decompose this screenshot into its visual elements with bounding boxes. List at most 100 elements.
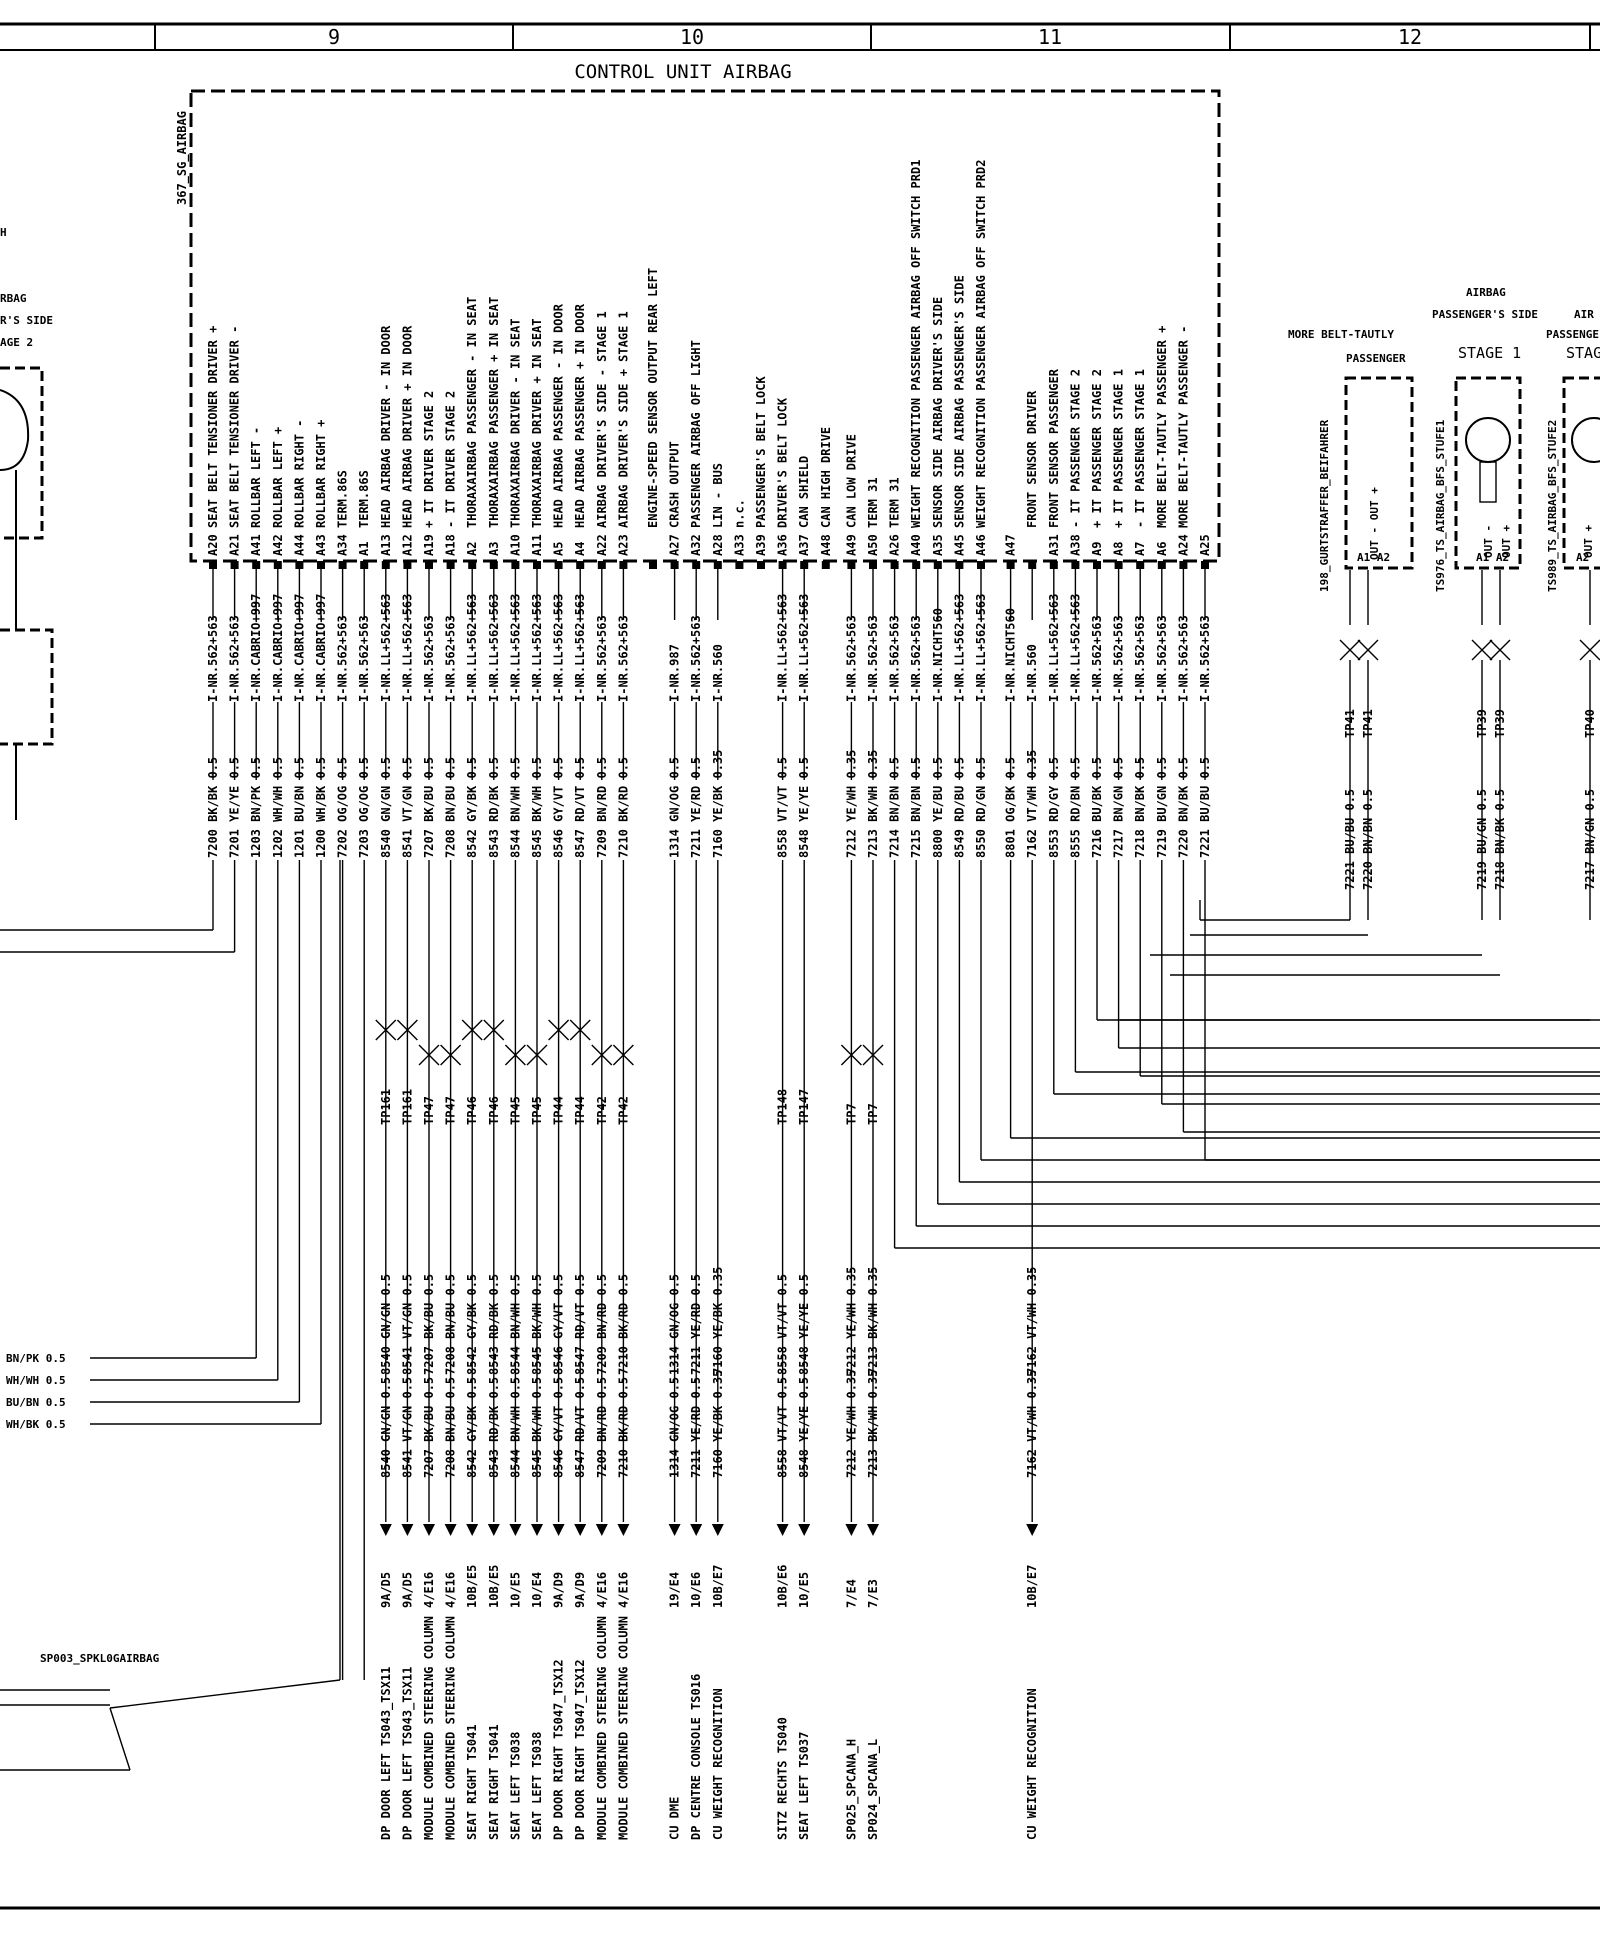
pin-function-3: ROLLBAR LEFT + bbox=[271, 427, 285, 528]
pin-terminal bbox=[489, 561, 498, 569]
pin-function-22: PASSENGER AIRBAG OFF LIGHT bbox=[689, 340, 703, 528]
connector-code-8: 9A/D9 bbox=[552, 1572, 566, 1608]
bottom-wire-name-19: 7162 VT/WH 0.35 bbox=[1025, 1370, 1039, 1478]
pin-terminal bbox=[1071, 561, 1080, 569]
connector-arrow bbox=[531, 1524, 543, 1536]
test-point-label-7: TP45 bbox=[530, 1096, 544, 1125]
pin-terminal bbox=[800, 561, 809, 569]
bottom-wire-label-14: 7160 YE/BK 0.35 bbox=[711, 1267, 725, 1375]
connector-arrow bbox=[552, 1524, 565, 1536]
pin-harness-16: I-NR.LL+562+563 bbox=[552, 594, 566, 702]
pin-terminal bbox=[360, 561, 369, 569]
pin-wire-21: 1314 GN/OG 0.5 bbox=[668, 757, 682, 858]
connector-code-17: 7/E4 bbox=[844, 1579, 858, 1608]
bottom-wire-name-12: 1314 GN/OG 0.5 bbox=[668, 1377, 682, 1478]
pin-function-2: ROLLBAR LEFT - bbox=[249, 427, 263, 528]
test-point-cross bbox=[418, 1044, 440, 1066]
pin-id-28: A48 bbox=[819, 534, 833, 556]
pin-id-33: A35 bbox=[931, 534, 945, 556]
test-point-label-14: TP7 bbox=[844, 1103, 858, 1125]
right-test-point-0: TP41 bbox=[1343, 709, 1357, 738]
pin-harness-31: I-NR.562+563 bbox=[888, 615, 902, 702]
connector-arrow bbox=[466, 1524, 479, 1536]
connector-arrow bbox=[401, 1524, 414, 1536]
belt-pins: OUT - OUT + bbox=[1368, 487, 1381, 560]
test-point-label-4: TP46 bbox=[465, 1096, 479, 1125]
bottom-wire-name-15: 8558 VT/VT 0.5 bbox=[776, 1377, 790, 1478]
test-point-label-15: TP7 bbox=[866, 1103, 880, 1125]
pin-wire-31: 7214 BN/BN 0.5 bbox=[888, 757, 902, 858]
pin-harness-21: I-NR.987 bbox=[668, 644, 682, 702]
pin-harness-5: I-NR.CABRIO+997 bbox=[314, 594, 328, 702]
connector-desc-19: CU WEIGHT RECOGNITION bbox=[1025, 1688, 1039, 1840]
test-point-label-9: TP44 bbox=[573, 1096, 587, 1125]
pin-id-8: A13 bbox=[379, 534, 393, 556]
connector-code-19: 10B/E7 bbox=[1025, 1565, 1039, 1608]
connector-arrow bbox=[595, 1524, 608, 1536]
test-point-label-5: TP46 bbox=[487, 1096, 501, 1125]
pin-function-30: TERM 31 bbox=[866, 477, 880, 528]
left-label-1: H bbox=[0, 226, 7, 239]
pin-wire-41: 7217 BN/GN 0.5 bbox=[1112, 757, 1126, 858]
pin-function-0: SEAT BELT TENSIONER DRIVER + bbox=[206, 326, 220, 528]
pin-harness-14: I-NR.LL+562+563 bbox=[508, 594, 522, 702]
left-wire-4: WH/BK 0.5 bbox=[6, 1418, 66, 1431]
pin-id-34: A45 bbox=[952, 534, 966, 556]
pin-wire-6: 7202 OG/OG 0.5 bbox=[336, 757, 350, 858]
ecu-pin-group: SEAT BELT TENSIONER DRIVER +A20I-NR.562+… bbox=[0, 160, 1600, 1771]
pin-id-18: A22 bbox=[595, 534, 609, 556]
pin-wire-0: 7200 BK/BK 0.5 bbox=[206, 757, 220, 858]
pin-function-10: + IT DRIVER STAGE 2 bbox=[422, 391, 436, 528]
pin-harness-42: I-NR.562+563 bbox=[1133, 615, 1147, 702]
bottom-wire-label-5: 8543 RD/BK 0.5 bbox=[487, 1274, 501, 1375]
pin-function-13: THORAXAIRBAG PASSENGER + IN SEAT bbox=[487, 297, 501, 528]
pin-id-14: A10 bbox=[508, 534, 522, 556]
pin-terminal bbox=[778, 561, 787, 569]
test-point-cross bbox=[396, 1019, 418, 1041]
test-point-cross bbox=[375, 1019, 397, 1041]
bottom-wire-label-6: 8544 BN/WH 0.5 bbox=[508, 1274, 522, 1375]
pin-function-33: SENSOR SIDE AIRBAG DRIVER'S SIDE bbox=[931, 297, 945, 528]
connector-desc-3: MODULE COMBINED STEERING COLUMN bbox=[444, 1616, 458, 1840]
pin-terminal bbox=[511, 561, 520, 569]
pin-function-24: n.c. bbox=[732, 499, 746, 528]
left-wire-2: WH/WH 0.5 bbox=[6, 1374, 66, 1387]
test-point-label-13: TP147 bbox=[797, 1089, 811, 1125]
pin-id-40: A9 bbox=[1090, 542, 1104, 556]
pin-wire-27: 8548 YE/YE 0.5 bbox=[797, 757, 811, 858]
pin-id-31: A26 bbox=[888, 534, 902, 556]
pin-id-1: A21 bbox=[228, 534, 242, 556]
connector-desc-6: SEAT LEFT TS038 bbox=[508, 1732, 522, 1840]
test-point-label-12: TP148 bbox=[776, 1089, 790, 1125]
pin-harness-26: I-NR.LL+562+563 bbox=[776, 594, 790, 702]
belt-id: 198_GURTSTRAFFER_BEIFAHRER bbox=[1318, 419, 1331, 592]
pin-harness-44: I-NR.562+563 bbox=[1176, 615, 1190, 702]
pin-function-40: + IT PASSENGER STAGE 2 bbox=[1090, 369, 1104, 528]
test-point-cross bbox=[461, 1019, 483, 1041]
pin-wire-29: 7212 YE/WH 0.35 bbox=[844, 750, 858, 858]
connector-desc-13: DP CENTRE CONSOLE TS016 bbox=[689, 1674, 703, 1840]
connector-code-12: 19/E4 bbox=[668, 1572, 682, 1608]
pin-terminal bbox=[670, 561, 679, 569]
pin-id-9: A12 bbox=[400, 534, 414, 556]
grid-col-9: 9 bbox=[328, 25, 340, 49]
stage1-pin-ids: A1 A2 bbox=[1476, 551, 1509, 564]
bottom-wire-label-10: 7209 BN/RD 0.5 bbox=[595, 1274, 609, 1375]
bottom-wire-label-3: 7208 BN/BU 0.5 bbox=[444, 1274, 458, 1375]
ecu-title: CONTROL UNIT AIRBAG bbox=[574, 61, 791, 83]
pin-function-9: HEAD AIRBAG DRIVER + IN DOOR bbox=[400, 325, 414, 528]
pin-id-5: A43 bbox=[314, 534, 328, 556]
pin-wire-15: 8545 BK/WH 0.5 bbox=[530, 757, 544, 858]
left-label-4: AGE 2 bbox=[0, 336, 33, 349]
stage1-title-3: STAGE 1 bbox=[1458, 344, 1521, 362]
left-fragment: H RBAG R'S SIDE AGE 2 BN/PK 0.5 WH/WH 0.… bbox=[0, 226, 160, 1665]
belt-title-2: PASSENGER bbox=[1346, 352, 1406, 365]
pin-terminal bbox=[933, 561, 942, 569]
pin-harness-3: I-NR.CABRIO+997 bbox=[271, 594, 285, 702]
bottom-wire-name-6: 8544 BN/WH 0.5 bbox=[508, 1377, 522, 1478]
connector-code-0: 9A/D5 bbox=[379, 1572, 393, 1608]
pin-id-6: A34 bbox=[336, 534, 350, 556]
pin-harness-13: I-NR.LL+562+563 bbox=[487, 594, 501, 702]
stage1-id: TS976_TS_AIRBAG_BFS_STUFE1 bbox=[1434, 419, 1447, 592]
